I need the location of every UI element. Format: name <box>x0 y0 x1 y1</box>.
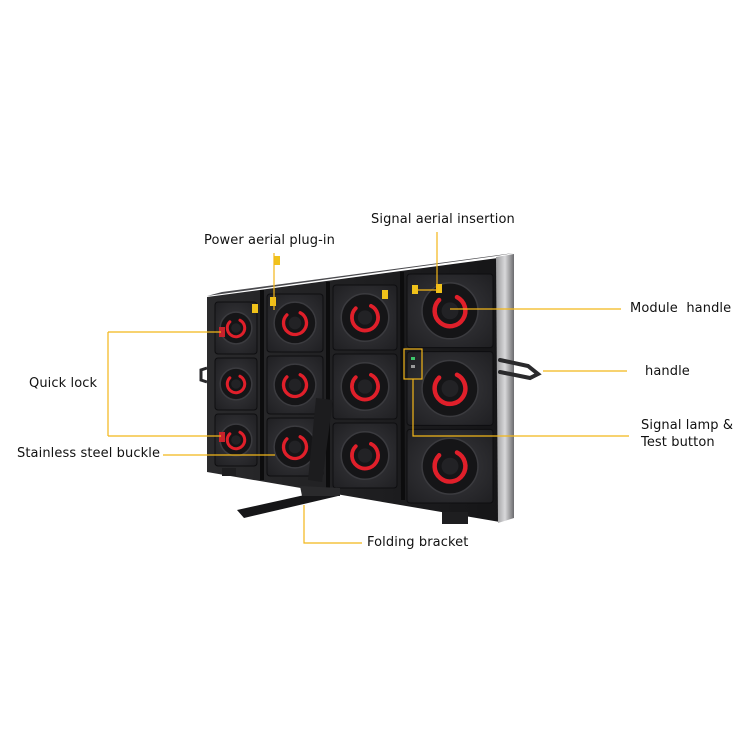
label-signal-lamp-line2: Test button <box>641 435 715 450</box>
leader-quick-lock <box>107 331 221 437</box>
power-plug-icon <box>252 304 258 313</box>
label-quick-lock: Quick lock <box>29 376 98 391</box>
leader-signal-aerial <box>417 232 438 291</box>
label-module-handle: Module handle <box>630 301 732 316</box>
module-cell <box>406 351 494 426</box>
module-handle-ring <box>432 372 468 407</box>
module-handle-ring <box>432 294 468 329</box>
module-cell <box>266 355 324 415</box>
label-signal-lamp-test-button: Signal lamp & Test button <box>641 417 733 451</box>
module-cell <box>332 353 398 420</box>
module-handle-ring <box>350 303 380 333</box>
label-signal-aerial-insertion: Signal aerial insertion <box>371 212 515 227</box>
cabinet-side-edge <box>496 254 514 523</box>
module-cell <box>214 357 258 411</box>
folding-bracket <box>237 398 340 518</box>
signal-plug-icon <box>436 284 442 293</box>
module-cell <box>332 284 398 351</box>
column-dividers <box>260 271 405 501</box>
label-folding-bracket: Folding bracket <box>367 535 469 550</box>
quick-locks <box>219 327 225 442</box>
module-cell <box>332 422 398 489</box>
signal-plug-icon <box>382 290 388 299</box>
power-aerial-plug-icon <box>274 256 280 265</box>
module-handle-ring <box>225 430 247 451</box>
label-signal-lamp-line1: Signal lamp & <box>641 418 734 433</box>
module-handle-ring <box>350 441 380 471</box>
module-cell <box>266 417 324 477</box>
module-cell <box>214 413 258 467</box>
leader-folding-bracket <box>303 505 362 544</box>
module-handle-ring <box>281 435 309 461</box>
module-handle-ring <box>281 311 309 337</box>
leader-lines <box>107 232 629 544</box>
module-handle-ring <box>225 318 247 339</box>
module-cell <box>266 293 324 353</box>
module-handle-ring <box>281 373 309 399</box>
module-cell <box>214 301 258 355</box>
module-grid <box>214 273 494 504</box>
side-handle-left <box>199 366 208 384</box>
module-handle-ring <box>225 374 247 395</box>
module-cell <box>406 273 494 349</box>
side-handle-right <box>498 358 542 381</box>
label-power-aerial-plug-in: Power aerial plug-in <box>204 233 335 248</box>
leader-signal-lamp <box>412 379 629 437</box>
label-stainless-steel-buckle: Stainless steel buckle <box>17 446 161 461</box>
cabinet-feet <box>222 468 468 524</box>
aerial-connectors <box>252 256 442 313</box>
signal-aerial-plug-icon <box>412 285 418 294</box>
module-cell <box>406 428 494 504</box>
module-handle-ring <box>432 450 468 484</box>
module-handle-ring <box>350 372 380 402</box>
label-handle: handle <box>645 364 690 379</box>
power-plug-icon <box>270 297 276 306</box>
